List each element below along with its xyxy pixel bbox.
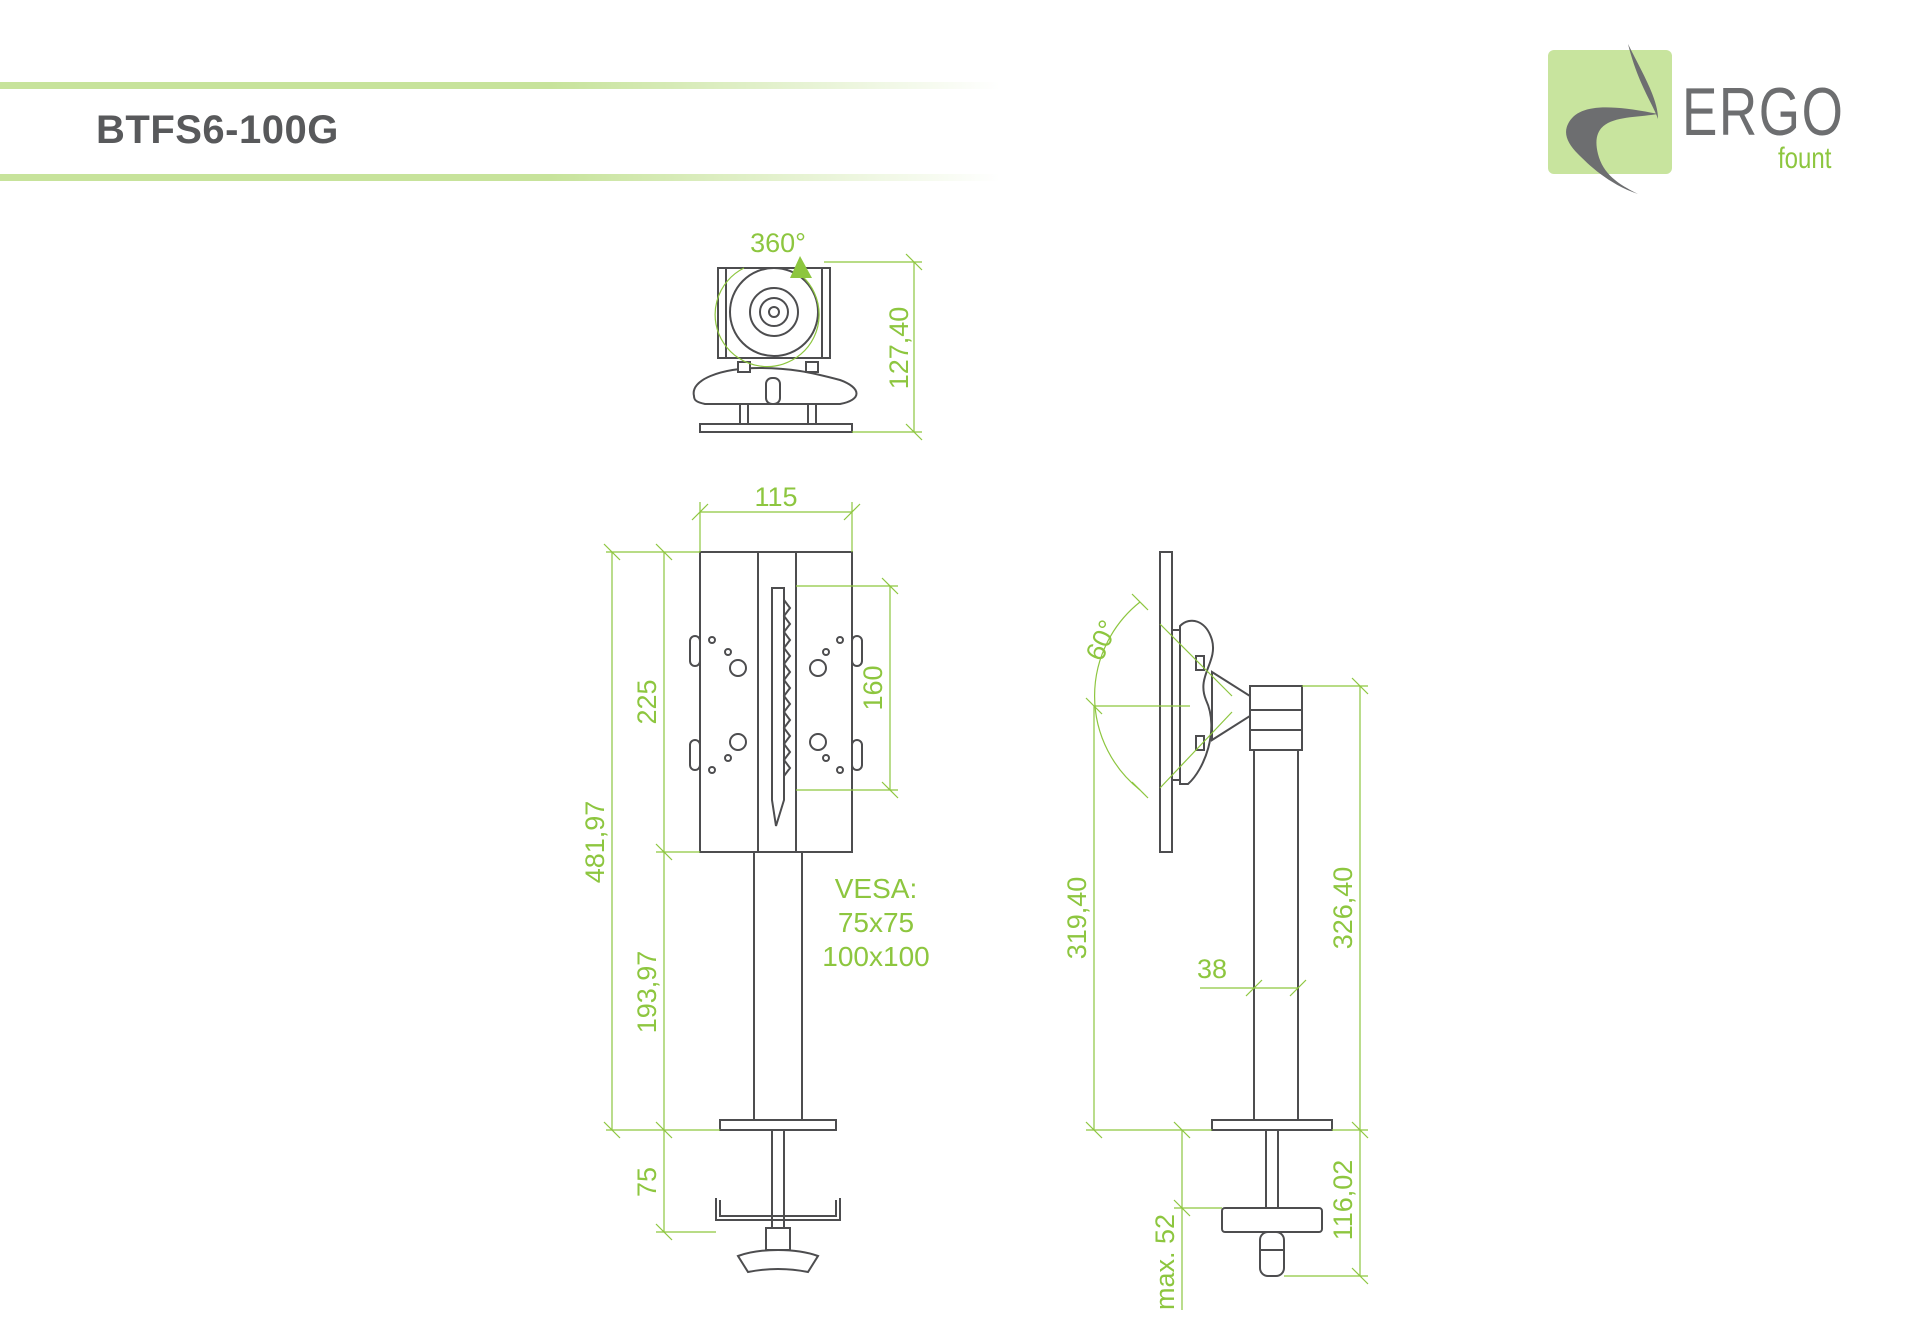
side-desk-plate bbox=[1211, 1119, 1333, 1131]
tilt-arc bbox=[1093, 601, 1141, 791]
vesa-hole bbox=[729, 733, 747, 751]
top-view-middle-ring bbox=[749, 287, 799, 337]
vesa-label: VESA: bbox=[834, 873, 918, 904]
vesa-hole bbox=[729, 659, 747, 677]
side-clamp-handle bbox=[1259, 1231, 1285, 1277]
front-view bbox=[603, 502, 899, 1274]
front-pole bbox=[753, 851, 803, 1121]
side-tilt-head bbox=[1179, 619, 1215, 785]
top-view-center bbox=[768, 306, 780, 318]
dim-label-326: 326,40 bbox=[1328, 867, 1358, 950]
dim-label-115: 115 bbox=[754, 482, 797, 512]
front-desk-plate bbox=[719, 1119, 837, 1131]
rotation-arc bbox=[714, 267, 820, 368]
side-clamp-screw bbox=[1265, 1129, 1279, 1209]
dim-label-127: 127,40 bbox=[884, 307, 914, 390]
side-pole-cap bbox=[1249, 685, 1303, 751]
top-view-base bbox=[699, 423, 853, 433]
front-slide-rail bbox=[771, 587, 785, 827]
top-view-post-left bbox=[739, 403, 749, 425]
dim-label-481: 481,97 bbox=[580, 801, 610, 884]
top-view bbox=[692, 253, 923, 441]
side-view bbox=[1085, 551, 1369, 1310]
ergofount-logo: ERGO fount bbox=[1548, 44, 1848, 204]
vesa-block: VESA: 75x75 100x100 bbox=[806, 872, 946, 974]
front-slide-teeth bbox=[782, 599, 792, 777]
top-view-knob bbox=[765, 377, 781, 405]
header-band-top bbox=[0, 82, 1000, 89]
front-clamp-jaw bbox=[719, 1200, 837, 1217]
tilt-label: 60° bbox=[1080, 616, 1124, 666]
top-view-post-right bbox=[807, 403, 817, 425]
dim-label-160: 160 bbox=[858, 665, 888, 710]
vesa-hole bbox=[809, 733, 827, 751]
vesa-size-1: 75x75 bbox=[837, 907, 915, 938]
front-plate bbox=[699, 551, 853, 853]
top-view-outer-ring bbox=[729, 267, 819, 357]
dim-label-319: 319,40 bbox=[1062, 877, 1092, 960]
logo-swoosh-icon bbox=[1566, 44, 1658, 194]
dim-label-max52: max. 52 bbox=[1150, 1214, 1180, 1310]
rotation-arrow-icon bbox=[790, 256, 812, 278]
side-pole bbox=[1253, 749, 1299, 1121]
vesa-size-2: 100x100 bbox=[822, 941, 930, 972]
dim-label-116: 116,02 bbox=[1328, 1160, 1358, 1241]
dim-label-193: 193,97 bbox=[632, 951, 662, 1034]
side-clamp-pad bbox=[1221, 1207, 1323, 1233]
vesa-hole bbox=[809, 659, 827, 677]
dim-label-75: 75 bbox=[632, 1167, 662, 1197]
front-clamp-handle bbox=[736, 1249, 820, 1274]
top-view-tab-right bbox=[805, 361, 819, 373]
top-view-inner-ring bbox=[759, 297, 789, 327]
logo-sub: fount bbox=[1778, 142, 1832, 175]
side-plate bbox=[1159, 551, 1173, 853]
header-band-bottom bbox=[0, 174, 1000, 181]
top-view-plate bbox=[717, 267, 831, 359]
dim-label-38: 38 bbox=[1197, 954, 1227, 984]
page-title: BTFS6-100G bbox=[96, 108, 339, 152]
rotation-label: 360° bbox=[750, 228, 806, 258]
dim-label-225: 225 bbox=[632, 679, 662, 724]
logo-word: ERGO bbox=[1682, 74, 1845, 150]
